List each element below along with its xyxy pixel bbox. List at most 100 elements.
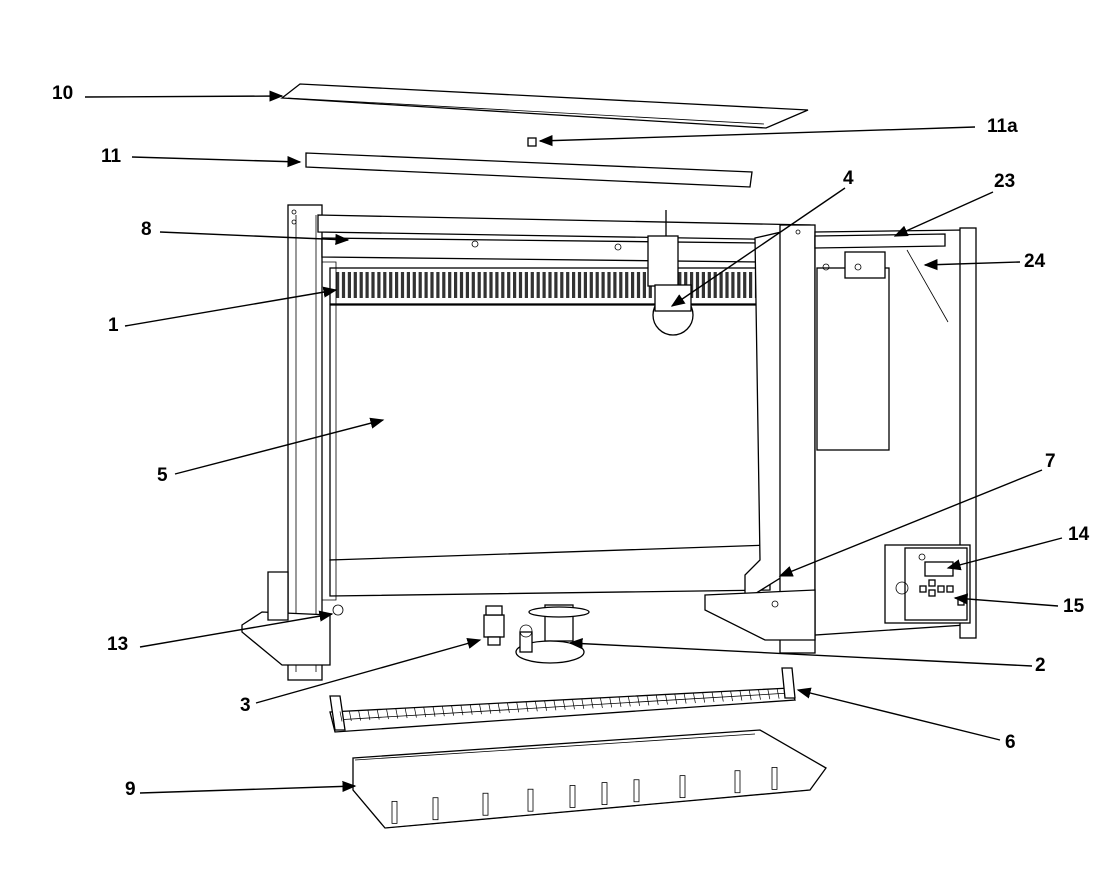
tray-slot: [391, 800, 398, 824]
heater-rib: [524, 272, 528, 298]
heater-rib: [341, 272, 346, 298]
callout-label-23: 23: [994, 171, 1016, 192]
bar-tooth: [562, 699, 566, 710]
heater-rib: [536, 272, 540, 298]
heater-rib: [619, 272, 623, 298]
tray-slot: [734, 770, 741, 794]
callout-label-8: 8: [141, 219, 152, 240]
bar-tooth: [702, 692, 706, 703]
heater-rib: [459, 272, 464, 298]
heater-rib: [353, 272, 357, 298]
heater-rib: [530, 272, 534, 298]
bar-tooth: [655, 694, 659, 706]
heater-rib: [743, 272, 747, 298]
heater-rib: [583, 272, 587, 298]
bar-tooth: [646, 695, 650, 706]
bar-tooth: [730, 691, 733, 702]
heater-rib: [513, 272, 517, 298]
heater-rib: [383, 272, 387, 298]
bar-tooth: [395, 708, 399, 719]
tray-slot: [771, 766, 778, 790]
heater-rib: [477, 272, 481, 298]
part-11-strip: [305, 152, 753, 188]
bar-tooth: [572, 699, 575, 710]
callout-label-13: 13: [107, 634, 129, 655]
heater-rib: [406, 272, 410, 298]
heater-rib: [400, 272, 405, 298]
bar-tooth: [507, 702, 510, 713]
heater-rib: [418, 272, 422, 298]
heater-rib: [601, 272, 605, 298]
callout-label-11: 11: [101, 146, 122, 167]
heater-rib: [389, 272, 393, 298]
bar-tooth: [339, 711, 343, 722]
part-2-pump: [515, 604, 590, 664]
bar-tooth: [423, 707, 427, 718]
bar-tooth: [534, 701, 538, 712]
bar-tooth: [637, 695, 640, 707]
tray-slot: [527, 788, 534, 812]
bar-tooth: [609, 697, 613, 708]
bar-tooth: [674, 693, 678, 705]
bar-tooth: [544, 700, 547, 711]
callout-label-3: 3: [240, 695, 251, 716]
bar-tooth: [451, 705, 454, 716]
heater-rib: [430, 272, 434, 298]
bar-tooth: [683, 693, 687, 704]
callout-label-5: 5: [157, 465, 168, 486]
heater-rib: [749, 272, 753, 298]
heater-rib: [436, 272, 440, 298]
callout-label-11a: 11a: [987, 116, 1018, 137]
bar-tooth: [590, 698, 594, 709]
callout-label-24: 24: [1024, 251, 1046, 272]
heater-rib: [489, 272, 493, 298]
callout-label-4: 4: [843, 168, 854, 189]
heater-rib: [412, 272, 416, 298]
heater-rib: [613, 272, 617, 298]
heater-rib: [395, 272, 399, 298]
heater-rib: [507, 272, 511, 298]
bar-tooth: [441, 706, 445, 717]
heater-rib: [359, 272, 363, 298]
callout-label-14: 14: [1068, 524, 1090, 545]
tray-slot: [679, 775, 686, 799]
heater-rib: [572, 272, 576, 298]
heater-rib: [566, 272, 570, 298]
tray-slot: [569, 785, 576, 808]
heater-rib: [448, 272, 452, 298]
part-3-pump: [483, 605, 505, 646]
heater-rib: [554, 272, 558, 298]
tray-slot: [482, 792, 489, 816]
rear-section: [704, 227, 977, 641]
part-10-top-cover: [280, 83, 809, 129]
heater-rib: [336, 272, 340, 298]
heater-rib: [719, 272, 723, 298]
bar-tooth: [386, 708, 389, 720]
heater-rib: [642, 272, 646, 298]
heater-rib: [595, 272, 599, 298]
bar-tooth: [739, 690, 743, 701]
bar-tooth: [376, 709, 380, 720]
part-9-drip-tray: [352, 729, 827, 829]
bar-tooth: [693, 692, 696, 704]
bar-tooth: [581, 698, 585, 709]
bar-tooth: [479, 704, 482, 715]
bar-tooth: [767, 689, 771, 700]
part-11a-clip: [527, 137, 537, 147]
heater-rib: [495, 272, 499, 298]
heater-rib: [501, 272, 505, 298]
bar-tooth: [711, 692, 715, 703]
heater-rib: [377, 272, 381, 298]
right-front-upright: [779, 224, 816, 654]
bar-tooth: [748, 690, 752, 701]
callout-label-15: 15: [1063, 596, 1085, 617]
callout-label-6: 6: [1005, 732, 1016, 753]
heater-rib: [737, 272, 741, 298]
heater-rib: [636, 272, 641, 298]
tray-slot: [432, 797, 439, 821]
bar-tooth: [553, 700, 557, 711]
bar-tooth: [432, 706, 436, 717]
part-5-vessel: [321, 261, 771, 601]
part-1-heater-rail: [329, 267, 771, 305]
